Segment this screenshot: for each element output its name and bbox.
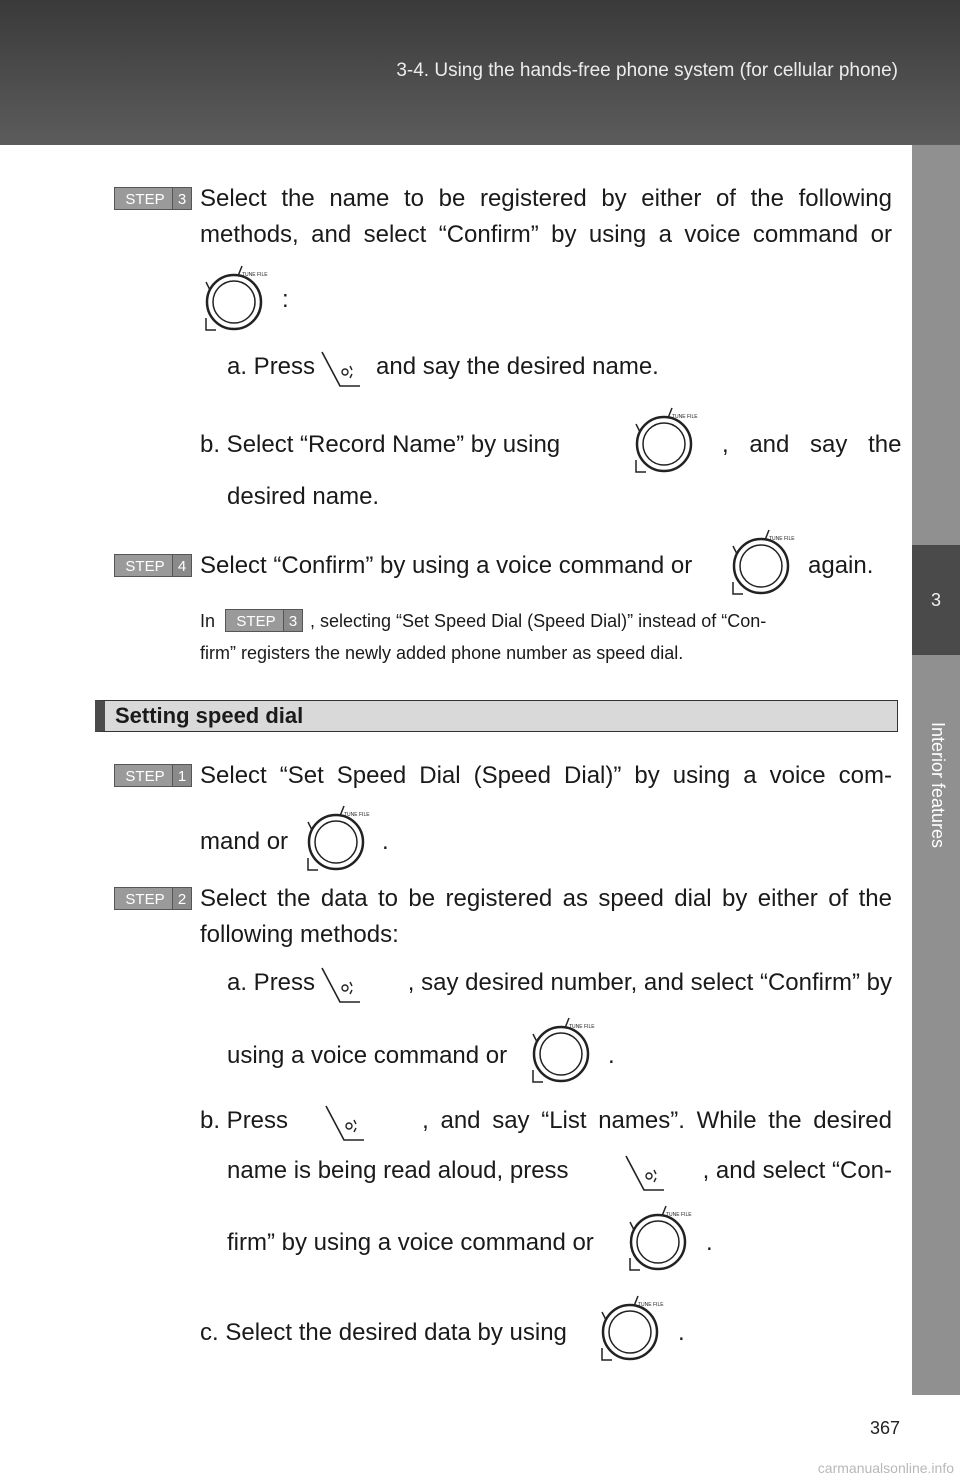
tune-file-knob-icon: TUNE FILE	[532, 1017, 595, 1083]
svg-text:TUNE FILE: TUNE FILE	[769, 536, 795, 542]
sd-step2-line2: following methods:	[200, 921, 399, 948]
a-rest: and say the desired name.	[376, 353, 659, 380]
tune-file-knob-icon: TUNE FILE	[601, 1295, 664, 1361]
header-title: 3-4. Using the hands-free phone system (…	[396, 60, 898, 81]
period: .	[382, 828, 389, 855]
watermark: carmanualsonline.info	[817, 1460, 954, 1476]
chapter-label: Interior features	[928, 722, 948, 849]
sd-b-line2-rest: , and select “Con-	[702, 1157, 892, 1184]
talk-switch-icon	[321, 967, 360, 1003]
tune-file-knob-icon: TUNE FILE	[307, 805, 370, 871]
svg-text:TUNE FILE: TUNE FILE	[242, 272, 268, 278]
tune-file-knob-icon: TUNE FILE	[732, 529, 795, 595]
note-line2: firm” registers the newly added phone nu…	[200, 643, 684, 663]
talk-switch-icon	[321, 351, 360, 387]
sd-b-press: b. Press	[200, 1107, 289, 1134]
period: .	[706, 1229, 713, 1256]
note-in: In	[200, 611, 216, 631]
period: .	[678, 1319, 685, 1346]
svg-text:TUNE FILE: TUNE FILE	[666, 1212, 692, 1218]
sd-c: c. Select the desired data by using	[200, 1319, 567, 1346]
step4-text: Select “Confirm” by using a voice comman…	[200, 552, 693, 579]
page-number: 367	[869, 1418, 900, 1438]
step4-again: again.	[808, 552, 874, 579]
b-line2: desired name.	[227, 483, 380, 510]
sd-step1-line1: Select “Set Speed Dial (Speed Dial)” by …	[200, 762, 892, 789]
sd-a-line2: using a voice command or	[227, 1042, 508, 1069]
svg-text:TUNE FILE: TUNE FILE	[569, 1024, 595, 1030]
talk-switch-icon	[625, 1155, 664, 1191]
chapter-side-tab: 3	[912, 0, 960, 1484]
svg-text:TUNE FILE: TUNE FILE	[672, 414, 698, 420]
talk-switch-icon	[325, 1105, 364, 1141]
sd-step1-line2: mand or	[200, 828, 289, 855]
chapter-number: 3	[912, 545, 960, 655]
sd-b-line3: firm” by using a voice command or	[227, 1229, 594, 1256]
tune-file-knob-icon: TUNE FILE	[635, 407, 698, 473]
sd-b-rest: , and say “List names”. While the desire…	[422, 1107, 892, 1134]
page-header: 3-4. Using the hands-free phone system (…	[0, 0, 960, 145]
section-header: Setting speed dial	[95, 700, 898, 732]
sd-a-press: a. Press	[227, 969, 316, 996]
sd-a-rest: , say desired number, and select “Confir…	[407, 969, 892, 996]
tune-file-knob-icon: TUNE FILE	[629, 1205, 692, 1271]
svg-text:TUNE FILE: TUNE FILE	[638, 1302, 664, 1308]
b-select: b. Select “Record Name” by using	[200, 431, 561, 458]
step3-line2: methods, and select “Confirm” by using a…	[200, 221, 892, 248]
step3-line1: Select the name to be registered by eith…	[200, 185, 892, 212]
b-rest: , and say the	[722, 431, 902, 458]
sd-b-line2: name is being read aloud, press	[227, 1157, 569, 1184]
note-rest: , selecting “Set Speed Dial (Speed Dial)…	[310, 611, 767, 631]
svg-text:TUNE FILE: TUNE FILE	[344, 812, 370, 818]
tune-file-knob-icon: TUNE FILE	[205, 265, 268, 331]
period: .	[608, 1042, 615, 1069]
sd-step2-line1: Select the data to be registered as spee…	[200, 885, 892, 912]
section-title: Setting speed dial	[115, 703, 304, 728]
colon: :	[282, 286, 289, 313]
a-press: a. Press	[227, 353, 316, 380]
